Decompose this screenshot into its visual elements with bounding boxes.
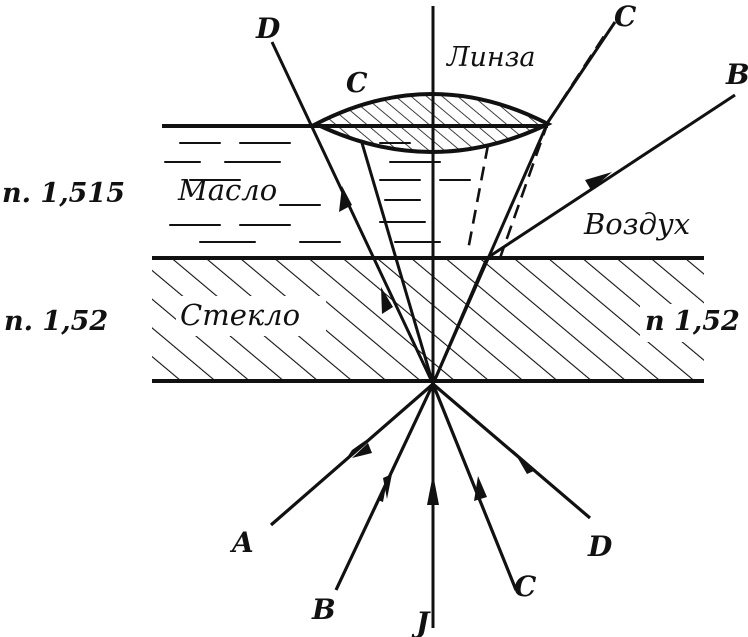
lens-label: Линза — [445, 42, 536, 73]
n-oil-label: п. 1,515 — [2, 178, 125, 209]
air-label: Воздух — [583, 207, 690, 241]
dashed-rays — [466, 29, 610, 259]
ray-d-bottom-label: D — [587, 530, 613, 563]
n-glass-left-label: п. 1,52 — [4, 306, 108, 337]
incoming-rays — [269, 382, 592, 591]
glass-right-label-bg — [640, 304, 732, 342]
ray-j-label: J — [411, 606, 431, 637]
ray-c-bottom-label: C — [514, 570, 537, 603]
glass-label-bg — [176, 296, 326, 336]
ray-a-label: A — [229, 526, 254, 559]
oil-label: Масло — [177, 173, 277, 207]
incoming-arrows — [344, 440, 536, 505]
ray-b-bottom-label: B — [311, 593, 336, 626]
refracted-rays — [270, 21, 736, 385]
lens-c-label: C — [346, 68, 368, 99]
ray-d-top-label: D — [255, 12, 281, 45]
ray-b-top-label: B — [725, 58, 748, 91]
outgoing-arrows — [339, 172, 612, 314]
ray-c-top-label: C — [614, 0, 637, 33]
n-glass-right-label: п 1,52 — [645, 306, 740, 337]
glass-label: Стекло — [180, 298, 300, 332]
